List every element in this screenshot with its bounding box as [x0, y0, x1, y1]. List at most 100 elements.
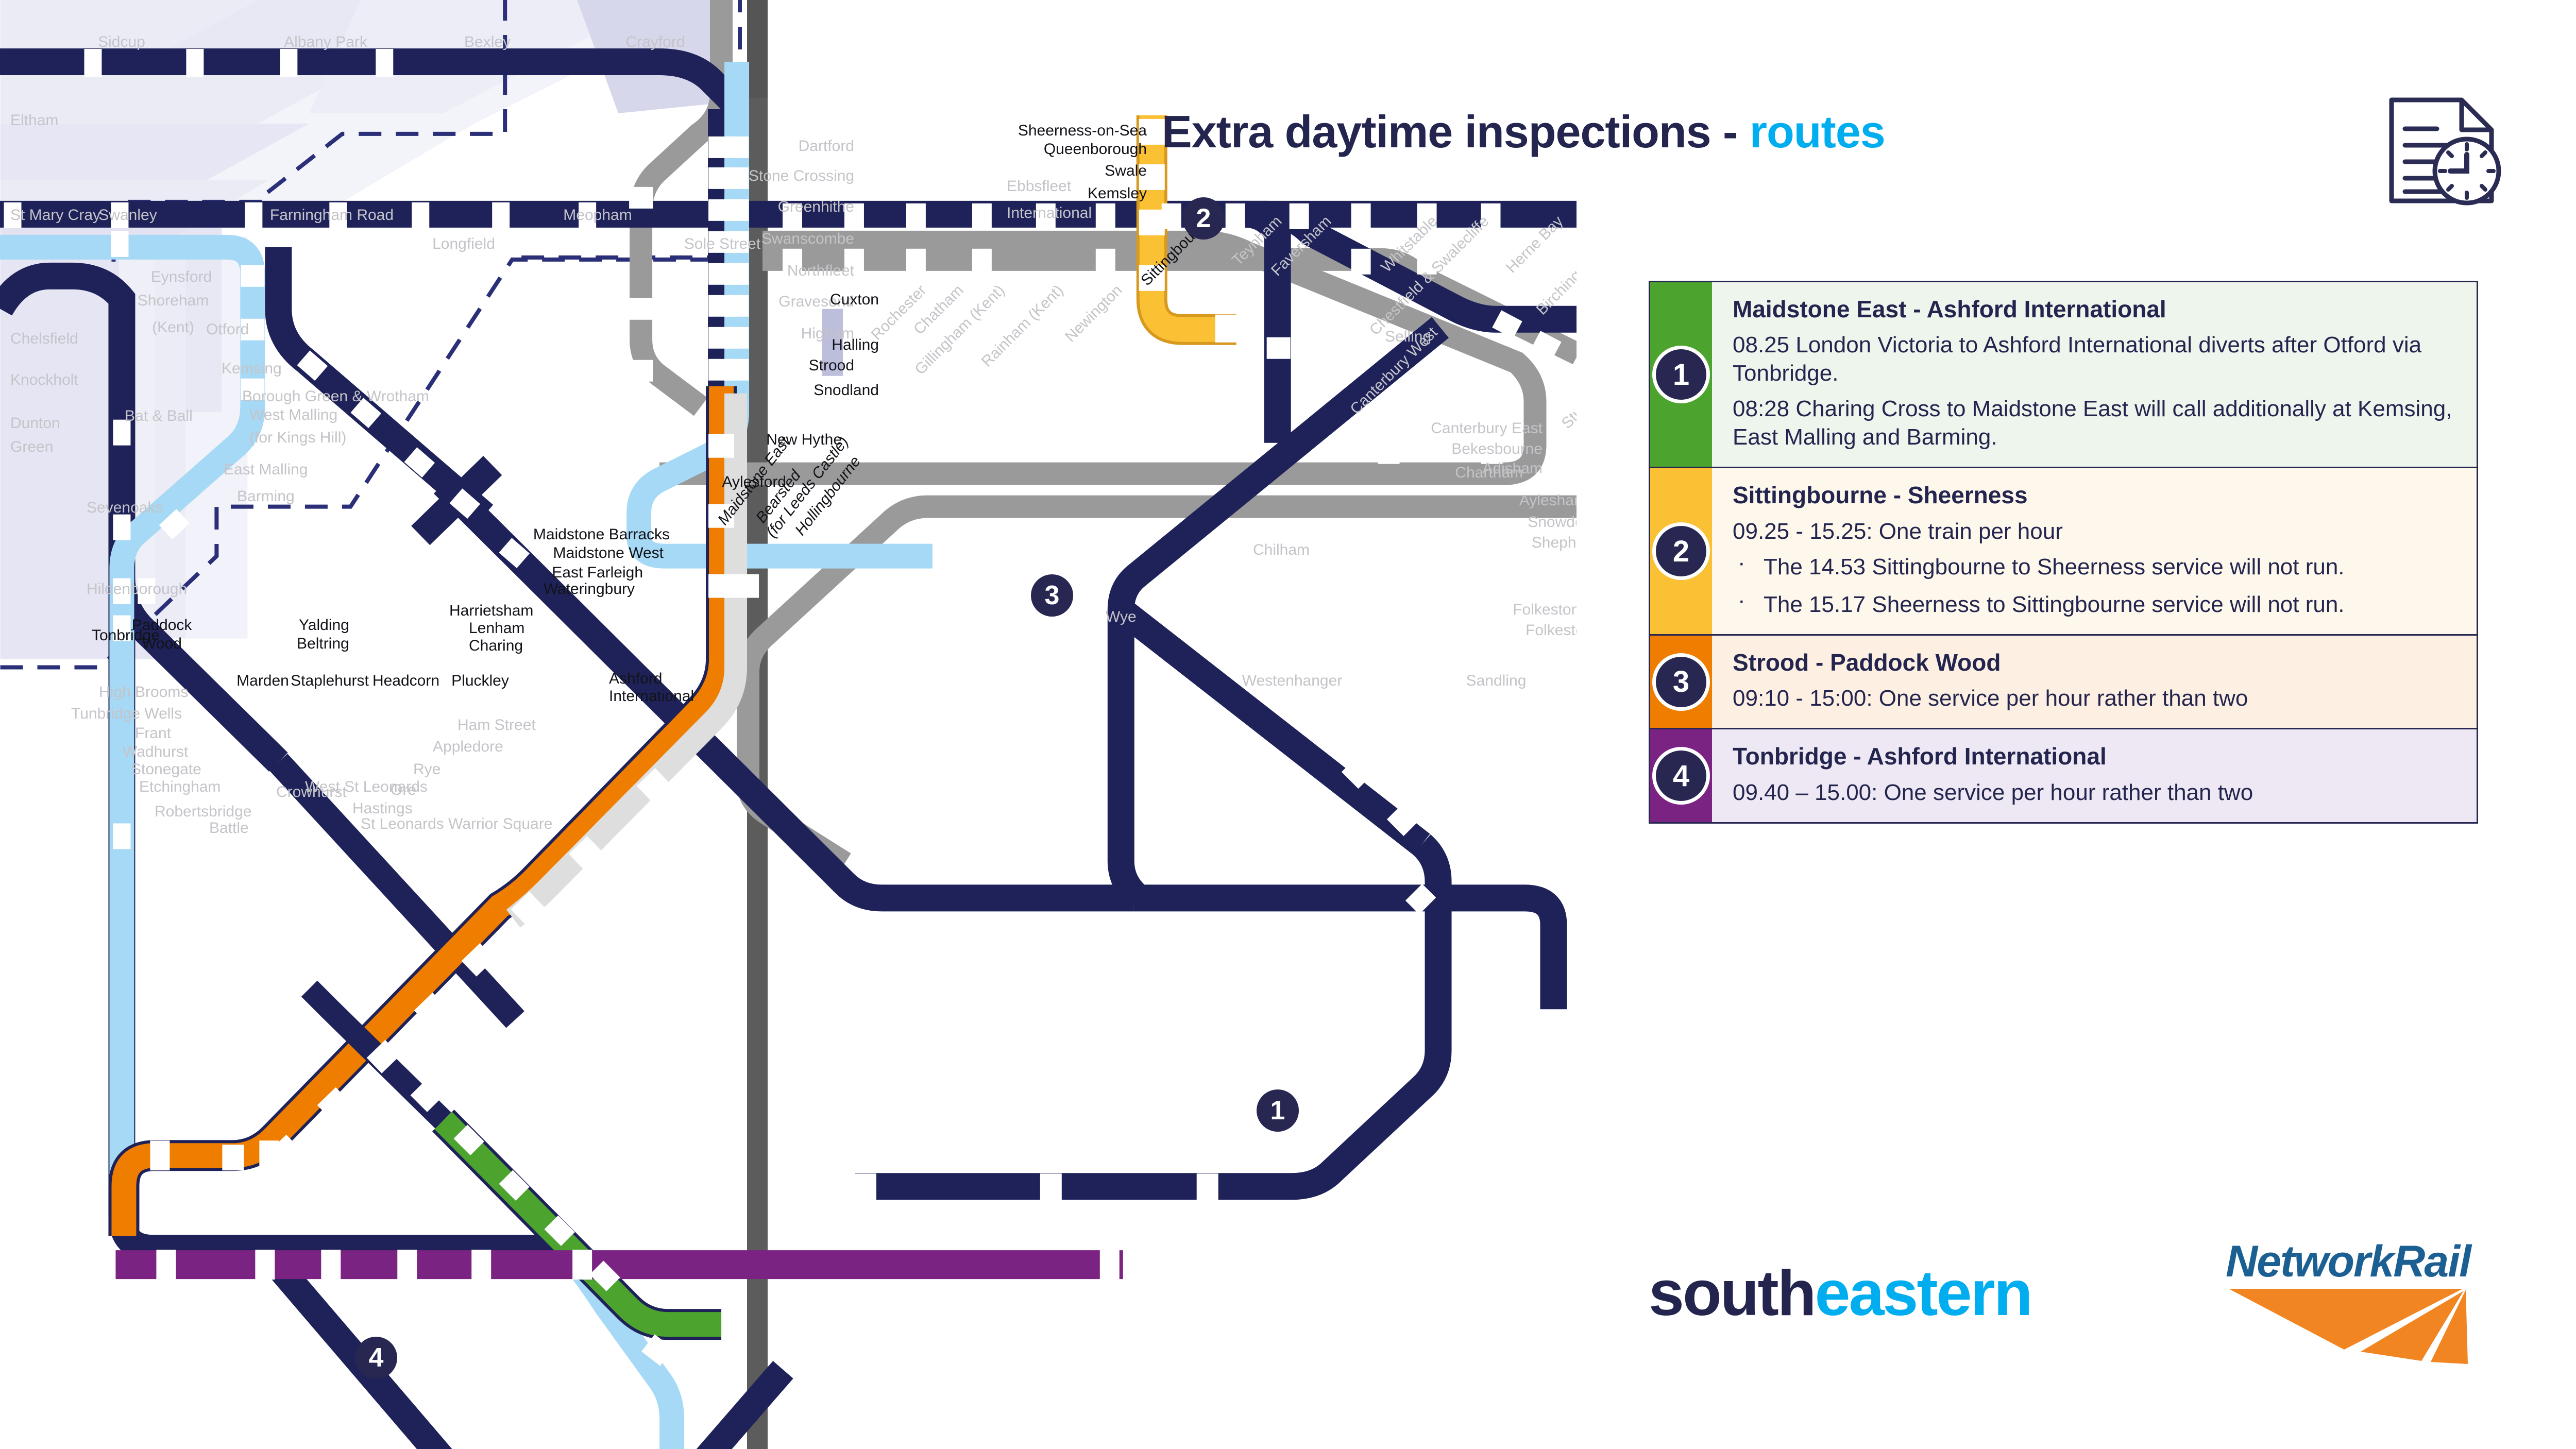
- map-route-badge-4: 4: [355, 1337, 397, 1379]
- station-label: Ore: [391, 781, 417, 798]
- document-clock-icon: [2389, 97, 2501, 206]
- map-route-badge-3: 3: [1031, 574, 1073, 617]
- station-label: Longfield: [432, 235, 495, 252]
- station-label: Staplehurst: [291, 672, 369, 689]
- station-label: Bexley: [464, 33, 511, 50]
- station-label: Stone Crossing: [748, 167, 854, 184]
- legend-color-strip: 3: [1650, 635, 1712, 728]
- station-label: Kemsley: [1087, 185, 1147, 202]
- legend-row-body: Maidstone East - Ashford International 08…: [1712, 282, 2477, 467]
- station-label: East Farleigh: [552, 564, 643, 581]
- station-label: Bekesbourne: [1451, 440, 1543, 457]
- station-label: Strood: [808, 357, 854, 374]
- title-main: Extra daytime inspections -: [1162, 106, 1750, 157]
- station-label: Chilham: [1253, 541, 1310, 558]
- legend-row-body: Sittingbourne - Sheerness 09.25 - 15.25: …: [1712, 468, 2477, 634]
- station-label: (Kent): [152, 319, 194, 336]
- legend-route-heading: Sittingbourne - Sheerness: [1733, 482, 2028, 509]
- station-label: Ebbsfleet: [1007, 178, 1072, 195]
- legend-row-1: 1 Maidstone East - Ashford International 0…: [1650, 282, 2477, 469]
- station-label: Selling: [1385, 328, 1432, 345]
- station-label: Paddock: [131, 617, 192, 634]
- legend-row-2: 2 Sittingbourne - Sheerness 09.25 - 15.25:…: [1650, 468, 2477, 636]
- map-lines: [0, 0, 1577, 1449]
- station-label: Greenhithe: [777, 198, 854, 215]
- station-label: Higham: [801, 325, 854, 342]
- station-label: Northfleet: [787, 262, 854, 279]
- legend-color-strip: 4: [1650, 729, 1712, 822]
- station-label: International: [1007, 204, 1092, 221]
- station-label: West St Leonards: [305, 778, 428, 795]
- legend-route-detail: 09.40 – 15.00: One service per hour rath…: [1733, 779, 2253, 805]
- legend-route-number: 1: [1652, 346, 1710, 404]
- station-label: Adisham: [1482, 460, 1543, 477]
- station-label: Shoreham: [137, 292, 209, 309]
- station-label: Eltham: [10, 112, 59, 129]
- legend-bullet-item: The 14.53 Sittingbourne to Sheerness ser…: [1733, 549, 2456, 581]
- map-route-badge-1: 1: [1257, 1089, 1299, 1132]
- station-label: Tunbridge Wells: [71, 705, 182, 722]
- legend-route-heading: Maidstone East - Ashford International: [1733, 296, 2166, 322]
- station-label: Gravesend: [778, 293, 854, 310]
- station-label: Maidstone Barracks: [533, 526, 670, 543]
- station-label: Kearsney: [0, 556, 1577, 572]
- legend-route-heading: Tonbridge - Ashford International: [1733, 743, 2107, 770]
- station-label: Snowdown: [1528, 514, 1577, 531]
- station-label: Appledore: [433, 738, 503, 755]
- station-label: Ham Street: [457, 717, 536, 734]
- station-label: West Malling: [249, 406, 338, 423]
- station-label: Battle: [209, 820, 249, 837]
- station-label: New Hythe: [766, 431, 842, 448]
- station-label: Swale: [1105, 162, 1147, 179]
- station-label: Crayford: [625, 33, 685, 50]
- station-label: Borough Green & Wrotham: [242, 388, 429, 405]
- station-label: Chelsfield: [10, 330, 78, 347]
- station-label: Chartham: [1455, 464, 1523, 481]
- station-label: Kemsing: [222, 360, 282, 377]
- line-navy-maidstone: [301, 980, 451, 1129]
- station-label: Frant: [135, 725, 172, 742]
- legend-bullet-list: The 14.53 Sittingbourne to Sheerness ser…: [1733, 549, 2456, 619]
- station-label: Dartford: [798, 138, 854, 155]
- station-label: Sidcup: [98, 33, 145, 50]
- legend-row-body: Tonbridge - Ashford International 09.40 –…: [1712, 729, 2477, 822]
- legend-color-strip: 1: [1650, 282, 1712, 467]
- station-label: Bat & Ball: [125, 407, 193, 424]
- station-label: Pluckley: [451, 672, 509, 689]
- station-label: Maidstone West: [553, 544, 664, 561]
- station-label: St Leonards Warrior Square: [361, 815, 553, 832]
- southeastern-logo-south: south: [1649, 1258, 1816, 1329]
- title-accent: routes: [1749, 106, 1886, 157]
- station-label: Tonbridge: [92, 627, 160, 644]
- station-label: Halling: [832, 336, 879, 353]
- station-label: Aylesford: [722, 473, 786, 490]
- station-label: Hildenborough: [87, 581, 188, 598]
- line-navy: [0, 48, 1577, 1449]
- line-yellow-route2: [1136, 115, 1236, 345]
- station-label: Aylesham: [1519, 492, 1577, 509]
- southeastern-logo: southeastern: [1649, 1257, 2033, 1330]
- station-label: Sandling: [1466, 672, 1527, 689]
- station-label: Wye: [1106, 608, 1137, 625]
- legend-route-detail: 09.25 - 15.25: One train per hour: [1733, 518, 2063, 544]
- networkrail-wordmark: NetworkRail: [2226, 1237, 2471, 1286]
- station-label: Sheerness-on-Sea: [1018, 122, 1147, 139]
- station-label: Marden: [236, 672, 289, 689]
- line-navy-diagonal: [269, 754, 524, 1028]
- legend-color-strip: 2: [1650, 468, 1712, 634]
- station-label: Sole Street: [684, 235, 761, 252]
- legend-route-detail: 08.25 London Victoria to Ashford Interna…: [1733, 332, 2422, 386]
- station-label: Cuxton: [829, 291, 879, 308]
- station-label: Albany Park: [284, 33, 367, 50]
- station-label: Stonegate: [131, 761, 201, 778]
- legend-row-4: 4 Tonbridge - Ashford International 09.40 …: [1650, 729, 2477, 822]
- southeastern-logo-eastern: eastern: [1815, 1258, 2033, 1329]
- map-route-badge-2: 2: [1182, 197, 1225, 240]
- station-label: Etchingham: [139, 778, 221, 795]
- station-label: Otford: [206, 321, 249, 338]
- station-label: Folkestone West: [1526, 622, 1577, 639]
- station-label: Farningham Road: [269, 207, 394, 224]
- station-label: Hastings: [352, 800, 413, 817]
